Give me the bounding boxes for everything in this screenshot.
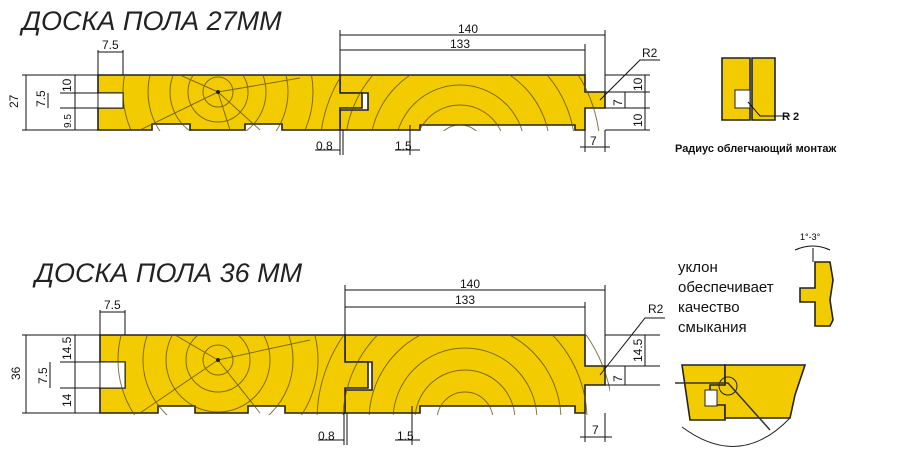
label-inset_slope-lines-2: качество: [678, 299, 740, 316]
label-top-dims-gap: 0.8: [316, 139, 333, 153]
label-bottom-dims-relief: 1.5: [397, 429, 414, 443]
bottom-dimensions: 7.5 36 14.5 7.5 14 140 133 R2 14.5 7 0.8…: [9, 277, 665, 445]
inset-slope-detail: 1°-3° уклон обеспечивает качество смыкан…: [675, 232, 834, 447]
label-bottom-dims-gap: 0.8: [318, 429, 335, 443]
label-bottom-dims-tongue_len: 7: [592, 423, 599, 437]
label-top-dims-width_full: 140: [458, 22, 478, 36]
label-top-dims-right_lower: 10: [631, 113, 645, 127]
label-top-dims-lower: 9.5: [63, 114, 74, 128]
label-bottom-dims-right_tongue: 7: [611, 375, 625, 382]
label-top-dims-right_upper: 10: [631, 77, 645, 91]
bottom-board-section: [99, 334, 610, 415]
label-bottom-dims-lower: 14: [60, 393, 74, 407]
label-top-dims-groove_depth: 7.5: [102, 38, 119, 52]
label-inset_slope-lines-0: уклон: [678, 259, 718, 276]
top-wood-grain: [122, 75, 600, 131]
label-inset_radius-label: R 2: [782, 111, 799, 123]
label-top-dims-total_height: 27: [7, 94, 21, 108]
bottom-title: ДОСКА ПОЛА 36 ММ: [32, 258, 303, 288]
label-inset_slope-angle: 1°-3°: [800, 232, 821, 242]
top-dimensions: 7.5 27 10 7.5 9.5 140 133 R2 10 7 10 0.8…: [7, 22, 660, 155]
label-top-dims-right_tongue: 7: [611, 99, 625, 106]
label-bottom-dims-width_full: 140: [460, 277, 480, 291]
bottom-wood-grain: [117, 335, 610, 415]
label-bottom-dims-groove_depth: 7.5: [104, 298, 121, 312]
label-bottom-dims-right_upper: 14.5: [631, 338, 645, 362]
label-bottom-dims-radius: R2: [648, 302, 664, 316]
label-bottom-dims-upper: 14.5: [60, 336, 74, 360]
label-inset_slope-lines-3: смыкания: [678, 319, 747, 336]
label-inset_slope-lines-1: обеспечивает: [678, 279, 774, 296]
label-top-dims-groove: 7.5: [34, 90, 48, 107]
label-top-dims-width_face: 133: [450, 37, 470, 51]
label-bottom-dims-total_height: 36: [9, 366, 23, 380]
label-top-dims-radius: R2: [642, 46, 658, 60]
inset-radius-detail: R 2 Радиус облегчающий монтаж: [675, 57, 836, 155]
label-top-dims-upper: 10: [60, 78, 74, 92]
top-board-section: [97, 74, 606, 131]
inset-radius-caption: Радиус облегчающий монтаж: [675, 143, 836, 155]
label-bottom-dims-width_face: 133: [455, 293, 475, 307]
label-bottom-dims-groove: 7.5: [36, 367, 50, 384]
label-top-dims-relief: 1.5: [395, 139, 412, 153]
top-title: ДОСКА ПОЛА 27ММ: [19, 6, 282, 36]
label-top-dims-tongue_len: 7: [590, 134, 597, 148]
